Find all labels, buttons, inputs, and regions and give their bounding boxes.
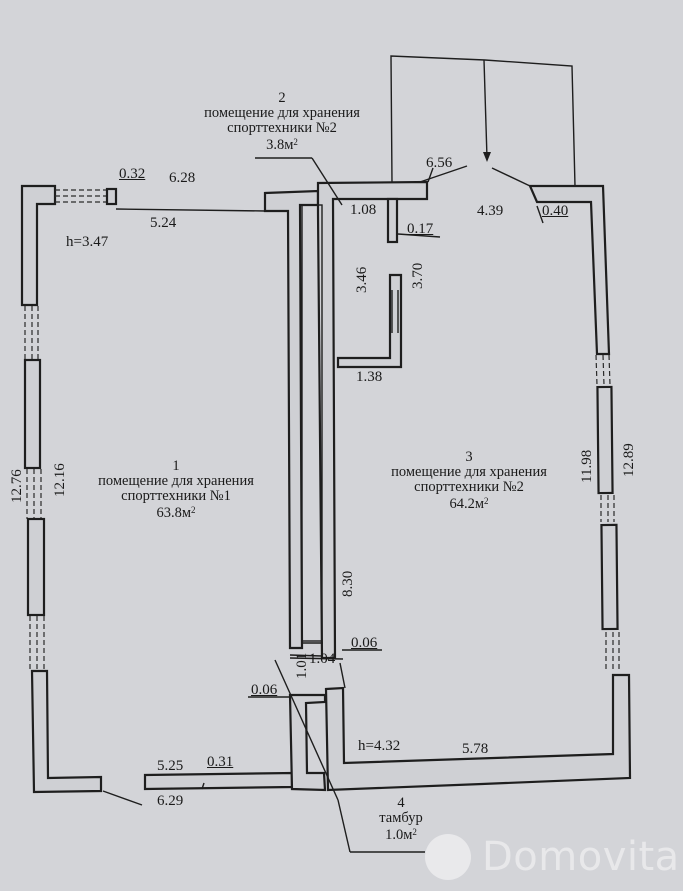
dim-corridor-length: 8.30 bbox=[340, 570, 356, 597]
room-3-number: 3 bbox=[465, 449, 473, 465]
dim-bottom-wall: 0.31 bbox=[207, 754, 234, 770]
room-3-area: 64.2м bbox=[449, 496, 485, 512]
room-4-area: 1.0м bbox=[385, 827, 413, 843]
leader-lines bbox=[248, 157, 544, 853]
room-2-area-sup: 2 bbox=[293, 137, 298, 147]
dim-top-inner-left: 5.24 bbox=[150, 215, 177, 231]
room-2-name-line1: помещение для хранения bbox=[204, 105, 360, 121]
vestibule-walls bbox=[288, 654, 632, 792]
entrance-canopy bbox=[390, 55, 576, 187]
dim-top-outer-right: 6.56 bbox=[426, 155, 453, 171]
dim-left-inner: 12.16 bbox=[52, 463, 68, 497]
room-1-height: h=3.47 bbox=[66, 234, 109, 250]
dim-partition: 0.17 bbox=[407, 221, 434, 237]
dim-bottom-outer-left: 6.29 bbox=[157, 793, 184, 809]
room-2-label: 2 помещение для хранения спорттехники №2… bbox=[204, 91, 360, 153]
room-4-area-sup: 2 bbox=[412, 827, 417, 837]
room-2-number: 2 bbox=[278, 90, 286, 106]
dim-room2-depth: 3.46 bbox=[354, 266, 370, 293]
room-4-name-line1: тамбур bbox=[379, 810, 423, 826]
dim-bottom-inner-left: 5.25 bbox=[157, 758, 184, 774]
room-3-area-sup: 2 bbox=[484, 496, 489, 506]
room-1-name-line2: спорттехники №1 bbox=[121, 488, 231, 504]
dim-room2-partition: 3.70 bbox=[410, 262, 426, 289]
room-2-name-line2: спорттехники №2 bbox=[227, 120, 337, 136]
dim-corridor-small: 0.06 bbox=[351, 635, 378, 651]
room-3-name-line1: помещение для хранения bbox=[391, 464, 547, 480]
room-1-walls bbox=[20, 184, 294, 806]
room-4-label: 4 тамбур 1.0м2 bbox=[379, 796, 422, 843]
corridor-walls bbox=[263, 180, 429, 660]
room-1-area-sup: 2 bbox=[191, 505, 196, 515]
dim-room2-width: 1.08 bbox=[350, 202, 377, 218]
dim-right-inner: 11.98 bbox=[579, 449, 595, 483]
dim-vestibule-small: 0.06 bbox=[251, 682, 278, 698]
dim-bottom-inner-right: 5.78 bbox=[462, 741, 489, 757]
watermark-logo-icon bbox=[425, 834, 471, 880]
room-1-number: 1 bbox=[172, 458, 180, 474]
watermark-text: Domovita bbox=[482, 834, 680, 880]
room-4-number: 4 bbox=[397, 795, 405, 811]
dim-room2-bottom: 1.38 bbox=[356, 369, 383, 385]
domovita-watermark: Domovita bbox=[425, 833, 680, 881]
room-1-name-line1: помещение для хранения bbox=[98, 473, 254, 489]
arrow-icon bbox=[483, 152, 491, 162]
dim-top-outer-left: 6.28 bbox=[169, 170, 196, 186]
dim-corridor-width: 1.04 bbox=[309, 651, 336, 667]
room-3-walls bbox=[528, 184, 620, 672]
room-3-name-line2: спорттехники №2 bbox=[414, 479, 524, 495]
dim-vestibule-depth: 1.01 bbox=[294, 652, 310, 679]
dim-left-outer: 12.76 bbox=[9, 469, 25, 503]
dim-top-inner-right: 4.39 bbox=[477, 203, 504, 219]
dim-top-window: 0.32 bbox=[119, 166, 146, 182]
dim-right-outer: 12.89 bbox=[621, 443, 637, 477]
room-1-area: 63.8м bbox=[156, 505, 192, 521]
room-2-area: 3.8м bbox=[266, 137, 294, 153]
room-3-height: h=4.32 bbox=[358, 738, 401, 754]
room-3-label: 3 помещение для хранения спорттехники №2… bbox=[391, 450, 547, 512]
dim-right-wall: 0.40 bbox=[542, 203, 569, 219]
room-1-label: 1 помещение для хранения спорттехники №1… bbox=[98, 459, 254, 521]
